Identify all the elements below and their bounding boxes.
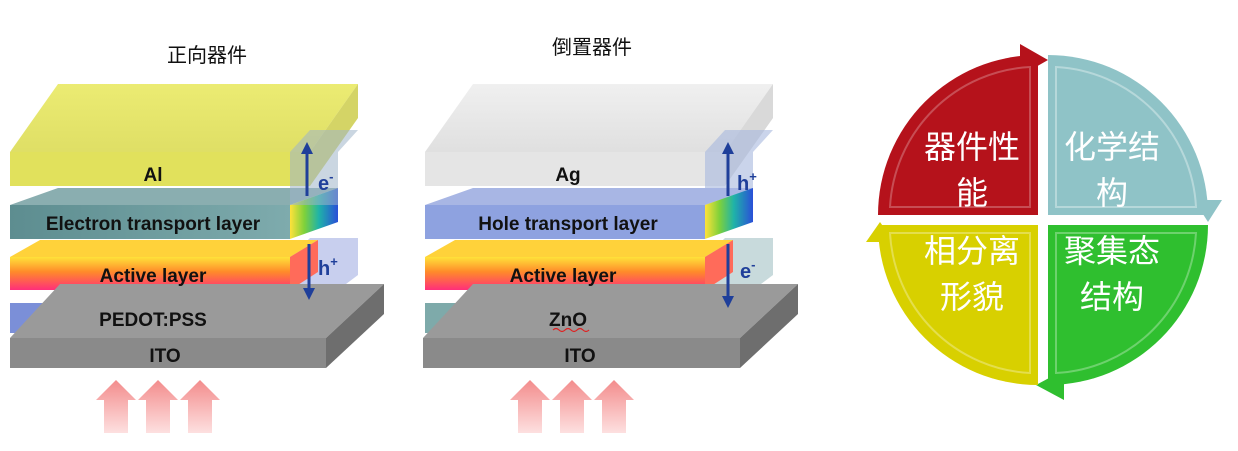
quadrant-text-aggregation-1: 聚集态	[1064, 232, 1160, 270]
quadrant-text-phase-1: 相分离	[924, 232, 1020, 270]
left-ito-layer	[10, 284, 384, 368]
red-arrowhead	[1020, 44, 1048, 76]
right-layer-label-htl: Hole transport layer	[478, 214, 658, 235]
left-layer-label-al: Al	[144, 165, 163, 186]
left-layer-label-active: Active layer	[100, 266, 207, 287]
quadrant-text-device-performance-2: 能	[956, 174, 988, 212]
right-light-arrows	[510, 380, 634, 433]
teal-arrowhead	[1194, 200, 1222, 222]
right-htl-layer	[425, 188, 753, 239]
quadrant-text-chemical-structure-1: 化学结	[1064, 128, 1160, 166]
right-layer-label-ito: ITO	[564, 346, 595, 367]
left-layer-label-etl: Electron transport layer	[46, 214, 261, 235]
quadrant-text-aggregation-2: 结构	[1080, 278, 1144, 316]
left-light-arrows	[96, 380, 220, 433]
left-electron-label: e-	[318, 169, 333, 195]
quadrant-text-chemical-structure-2: 构	[1096, 174, 1128, 212]
quadrant-aggregation-structure	[1048, 225, 1208, 385]
quadrant-device-performance	[878, 55, 1038, 215]
right-device: 倒置器件	[423, 35, 798, 433]
left-device: 正向器件	[10, 43, 384, 433]
yellow-arrowhead	[866, 222, 894, 242]
cycle-diagram: 器件性 能 化学结 构 聚集态 结构 相分离 形貌	[866, 44, 1222, 400]
right-hole-label: h+	[737, 169, 757, 195]
left-al-layer	[10, 84, 358, 186]
left-hole-label: h+	[318, 254, 338, 280]
right-ito-layer	[423, 284, 798, 368]
green-arrowhead	[1036, 370, 1064, 400]
left-layer-label-ito: ITO	[149, 346, 180, 367]
right-electron-label: e-	[740, 257, 755, 283]
left-device-title: 正向器件	[167, 43, 247, 67]
right-layer-label-ag: Ag	[555, 165, 580, 186]
left-etl-layer	[10, 188, 338, 239]
left-layer-label-pedot: PEDOT:PSS	[99, 310, 207, 331]
right-layer-label-zno: ZnO	[549, 310, 587, 331]
right-layer-label-active: Active layer	[510, 266, 617, 287]
quadrant-phase-morphology	[878, 225, 1038, 385]
zno-spellcheck-underline	[552, 327, 590, 333]
quadrant-text-device-performance-1: 器件性	[924, 128, 1020, 166]
quadrant-chemical-structure	[1048, 55, 1208, 215]
right-device-title: 倒置器件	[552, 35, 632, 59]
quadrant-text-phase-2: 形貌	[940, 278, 1004, 316]
